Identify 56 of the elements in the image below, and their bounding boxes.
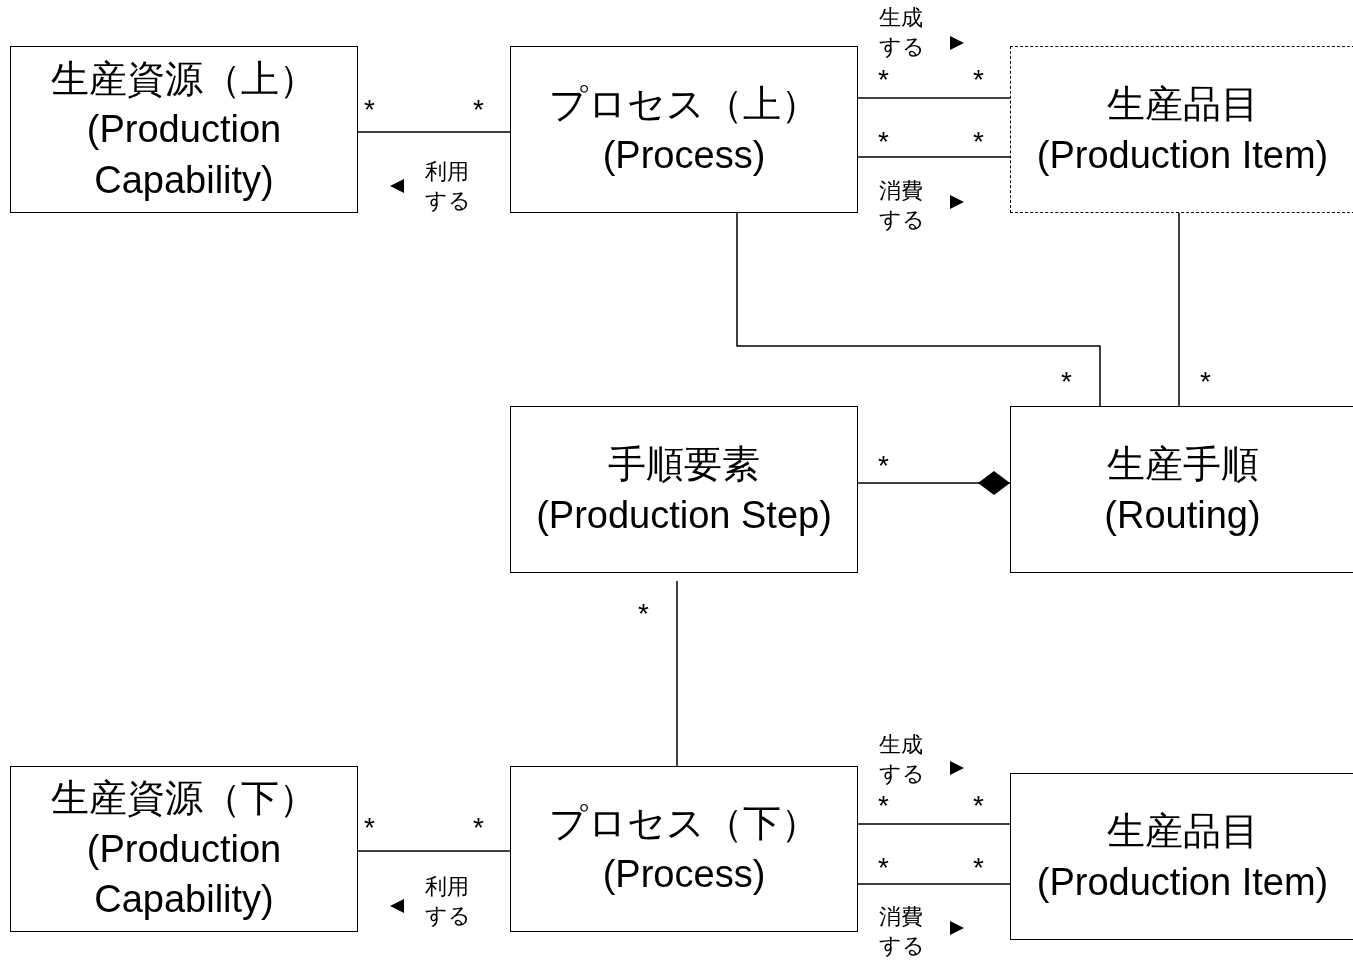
edge-label: 生成する (879, 4, 926, 61)
multiplicity-label: * (1061, 368, 1072, 396)
class-box (1010, 406, 1353, 573)
class-box (510, 46, 858, 213)
class-name: 生産品目 (1106, 808, 1259, 854)
multiplicity-label: * (973, 128, 984, 156)
association-line (736, 212, 1101, 407)
association-line (676, 580, 678, 767)
edge-label: 消費する (879, 903, 926, 960)
multiplicity-label: * (973, 792, 984, 820)
class-name: (Process) (602, 132, 766, 178)
class-name: 生産品目 (1106, 81, 1259, 127)
edge-label: 利用する (425, 873, 472, 930)
association-line (857, 97, 1011, 99)
class-name: (Routing) (1104, 492, 1261, 538)
class-name: 生産手順 (1106, 441, 1259, 487)
association-line (1178, 212, 1180, 407)
class-name: プロセス（上） (549, 81, 819, 127)
composition-line (857, 471, 1011, 495)
multiplicity-label: * (878, 452, 889, 480)
multiplicity-label: * (878, 128, 889, 156)
class-name: プロセス（下） (549, 801, 819, 847)
class-name: 生産資源（下） (51, 776, 317, 822)
class-name: 手順要素 (608, 441, 760, 487)
class-name: (Process) (602, 852, 766, 897)
class-box (1010, 773, 1353, 940)
class-box (1010, 46, 1353, 213)
multiplicity-label: * (878, 792, 889, 820)
multiplicity-label: * (973, 854, 984, 882)
association-line (857, 883, 1011, 885)
multiplicity-label: * (1200, 368, 1211, 396)
class-box (10, 46, 358, 213)
edge-label: 利用する (425, 158, 472, 215)
class-name: (Production Capability) (85, 107, 283, 203)
multiplicity-label: * (473, 814, 484, 842)
multiplicity-label: * (473, 96, 484, 124)
association-line (857, 823, 1011, 825)
class-name: 生産資源（上） (51, 56, 317, 102)
edge-label: 消費する (879, 177, 926, 234)
multiplicity-label: * (364, 96, 375, 124)
class-box (510, 406, 858, 573)
association-line (857, 156, 1011, 158)
multiplicity-label: * (638, 600, 649, 628)
multiplicity-label: * (878, 66, 889, 94)
class-box (10, 766, 358, 932)
class-name: (Production Capability) (85, 826, 283, 923)
association-line (357, 850, 511, 852)
multiplicity-label: * (973, 66, 984, 94)
edge-label: 生成する (879, 731, 926, 788)
class-name: (Production Item) (1036, 859, 1329, 905)
class-box (510, 766, 858, 932)
multiplicity-label: * (878, 854, 889, 882)
association-line (357, 131, 511, 133)
class-name: (Production Step) (536, 492, 832, 538)
class-name: (Production Item) (1036, 132, 1329, 178)
multiplicity-label: * (364, 814, 375, 842)
